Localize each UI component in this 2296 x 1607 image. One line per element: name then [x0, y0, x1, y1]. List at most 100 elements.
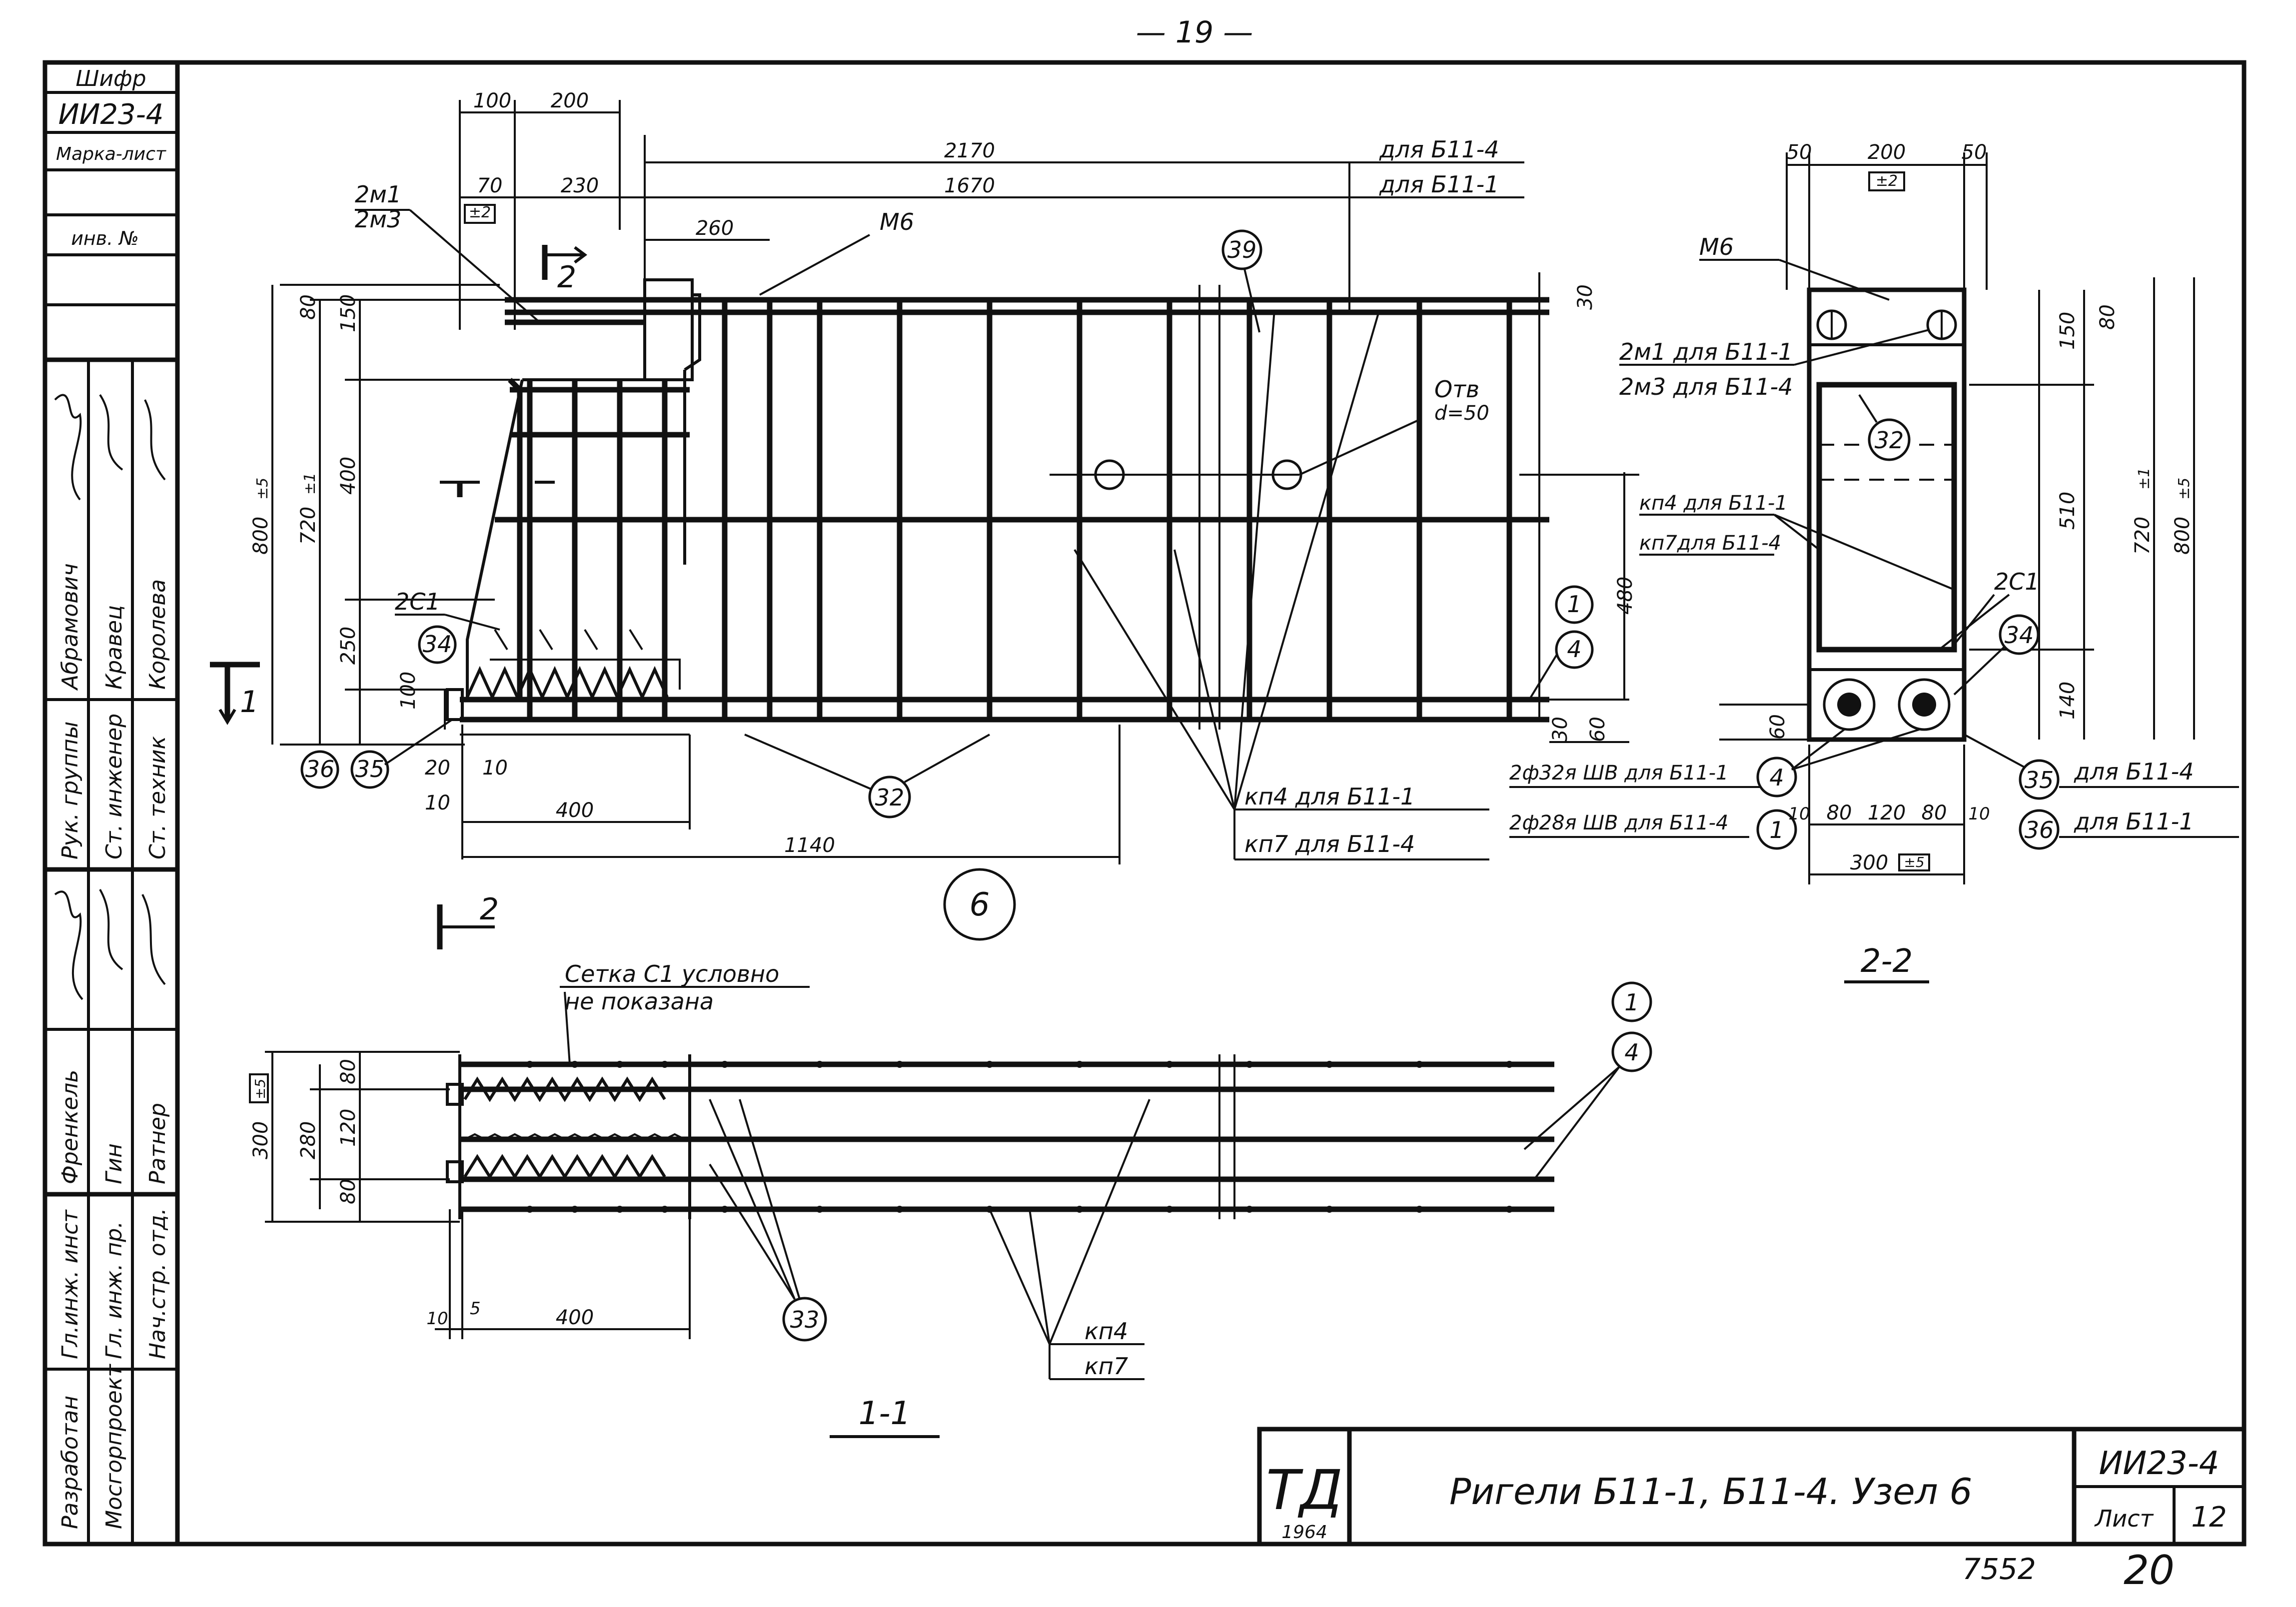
label-2m1: 2м1: [355, 181, 401, 208]
sec11-dim-300: 300: [249, 1121, 272, 1159]
sec22-dim-b-80b: 80: [1922, 802, 1947, 824]
sec22-tol-5: ±5: [2176, 478, 2193, 500]
sec11-dim-80b: 80: [337, 1179, 360, 1204]
note-kp7-b4: кп7 для Б11-4: [1244, 830, 1415, 857]
hole-label: Отв: [1434, 376, 1479, 403]
sec22-callout-34: 34: [2005, 622, 2034, 649]
sec11-dim-5: 5: [470, 1299, 481, 1319]
stamp-role-2: Ст. инженер: [101, 714, 127, 859]
dim-top-260: 260: [696, 217, 734, 240]
dim-top-70: 70: [477, 174, 503, 197]
callout-1-main: 1: [1567, 591, 1581, 618]
node-number: 6: [970, 886, 990, 923]
sec22-dim-b-10b: 10: [1968, 804, 1990, 824]
sec22-dim-80: 80: [2096, 304, 2119, 330]
dim-left-250: 250: [337, 627, 360, 665]
left-stamp: Шифр ИИ23-4 Марка-лист инв. № Абрамович …: [45, 66, 177, 1544]
stamp-role-1: Рук. группы: [57, 722, 83, 859]
stamp-role-gl-inzh: Гл.инж. инст: [57, 1209, 83, 1359]
dim-left-720: 720: [297, 507, 320, 545]
callout-4-main: 4: [1567, 636, 1581, 663]
sec22-callout-32: 32: [1875, 427, 1904, 454]
sec11-kp7: кп7: [1085, 1353, 1128, 1380]
stamp-role-3: Ст. техник: [145, 736, 170, 859]
sec22-tol-2: ±2: [1876, 172, 1898, 190]
sec22-bars-b4: 2ф28я ШВ для Б11-4: [1509, 811, 1728, 834]
sec22-callout-1: 1: [1769, 816, 1784, 843]
stamp-developed: Разработан: [57, 1396, 83, 1529]
sec22-dim-800: 800: [2171, 517, 2194, 555]
logo-td: ТД: [1266, 1458, 1342, 1522]
callout-39-main: 39: [1227, 236, 1257, 263]
stamp-org: Мосгорпроект: [101, 1364, 127, 1529]
callout-32-main: 32: [875, 784, 905, 811]
section-mark-2-top: 2: [557, 260, 576, 295]
section-2-2: 50 200 50 ±2 М6 2м1 для Б11-1 2м3 для Б1…: [1509, 141, 2239, 983]
stamp-name-kravets: Кравец: [101, 605, 127, 690]
sec22-dim-60: 60: [1766, 714, 1789, 740]
note-kp4-b1: кп4 для Б11-1: [1244, 783, 1415, 810]
sec22-2m3: 2м3 для Б11-4: [1619, 373, 1793, 400]
stamp-name-abramovich: Абрамович: [57, 563, 83, 691]
dim-right-480: 480: [1614, 577, 1637, 615]
sec11-dim-80a: 80: [337, 1059, 360, 1084]
drawing-title: Ригели Б11-1, Б11-4. Узел 6: [1449, 1471, 1972, 1513]
note-for-b4-top: для Б11-4: [1379, 136, 1499, 163]
section-mark-2-bottom: 2: [480, 892, 499, 927]
dim-right-30-bot: 30: [1549, 717, 1572, 742]
page-number: 20: [2124, 1547, 2175, 1594]
dim-left-100: 100: [397, 672, 420, 710]
callout-34-main: 34: [423, 631, 452, 658]
dim-left-400: 400: [337, 457, 360, 495]
top-page-number: — 19 —: [1136, 15, 1253, 50]
stamp-name-gin: Гин: [101, 1143, 127, 1184]
stamp-name-frenkel: Френкель: [57, 1070, 83, 1184]
stamp-role-gl-inzh-pr: Гл. инж. пр.: [101, 1221, 127, 1359]
logo-year: 1964: [1281, 1522, 1327, 1543]
label-m6-main: М6: [880, 208, 914, 235]
cipher-value: ИИ23-4: [58, 98, 164, 131]
dim-left-800: 800: [249, 517, 272, 555]
sec11-dim-10: 10: [426, 1309, 448, 1329]
dim-left-10a: 10: [482, 757, 508, 780]
stamp-name-koroleva: Королева: [145, 579, 170, 690]
sec22-m6: М6: [1699, 233, 1734, 260]
stamp-name-ratner: Ратнер: [145, 1103, 170, 1184]
tol-2-main: ±2: [469, 204, 491, 221]
dim-top-230: 230: [561, 174, 599, 197]
sec22-dim-140: 140: [2056, 682, 2079, 720]
sec22-callout-4: 4: [1769, 764, 1784, 791]
sec11-dim-400: 400: [556, 1306, 594, 1329]
sec22-width-300: 300: [1850, 851, 1888, 874]
sec22-bars-b1: 2ф32я ШВ для Б11-1: [1509, 762, 1728, 785]
dim-bottom-1140: 1140: [784, 834, 835, 857]
dim-top-1670: 1670: [944, 174, 995, 197]
mark-sheet-label: Марка-лист: [56, 144, 166, 164]
sec11-tol-5: ±5: [252, 1079, 268, 1099]
sec11-note-2: не показана: [565, 988, 714, 1015]
sheet-number: 12: [2191, 1501, 2227, 1534]
sec11-callout-1: 1: [1624, 989, 1639, 1016]
sec22-dim-b-10a: 10: [1788, 804, 1810, 824]
sec11-note-1: Сетка С1 условно: [565, 960, 779, 987]
sec22-dim-b-120: 120: [1868, 802, 1906, 824]
sec22-callout-35: 35: [2025, 767, 2054, 794]
label-2c1-main: 2С1: [395, 588, 440, 615]
dim-top-200: 200: [551, 89, 589, 112]
sec22-dim-510: 510: [2056, 492, 2079, 530]
sheet-label: Лист: [2094, 1505, 2154, 1532]
cipher-label: Шифр: [75, 66, 146, 91]
callout-36-main: 36: [305, 756, 335, 783]
sec11-callout-33: 33: [790, 1306, 820, 1333]
main-elevation: 100 200 70 230 ±2 2170 для Б11-4 1670 дл…: [210, 89, 1639, 949]
sec22-dim-720: 720: [2131, 517, 2154, 555]
note-for-b1-top: для Б11-1: [1379, 171, 1499, 198]
sec22-for-b4: для Б11-4: [2074, 758, 2194, 785]
section-1-1: Сетка С1 условно не показана 300 ±5 280 …: [249, 960, 1652, 1438]
sec22-dim-150: 150: [2056, 312, 2079, 350]
sec11-callout-4: 4: [1624, 1039, 1639, 1066]
dim-left-80: 80: [297, 294, 320, 320]
sec11-dim-120: 120: [337, 1109, 360, 1147]
stamp-role-nach: Нач.стр. отд.: [145, 1208, 170, 1359]
